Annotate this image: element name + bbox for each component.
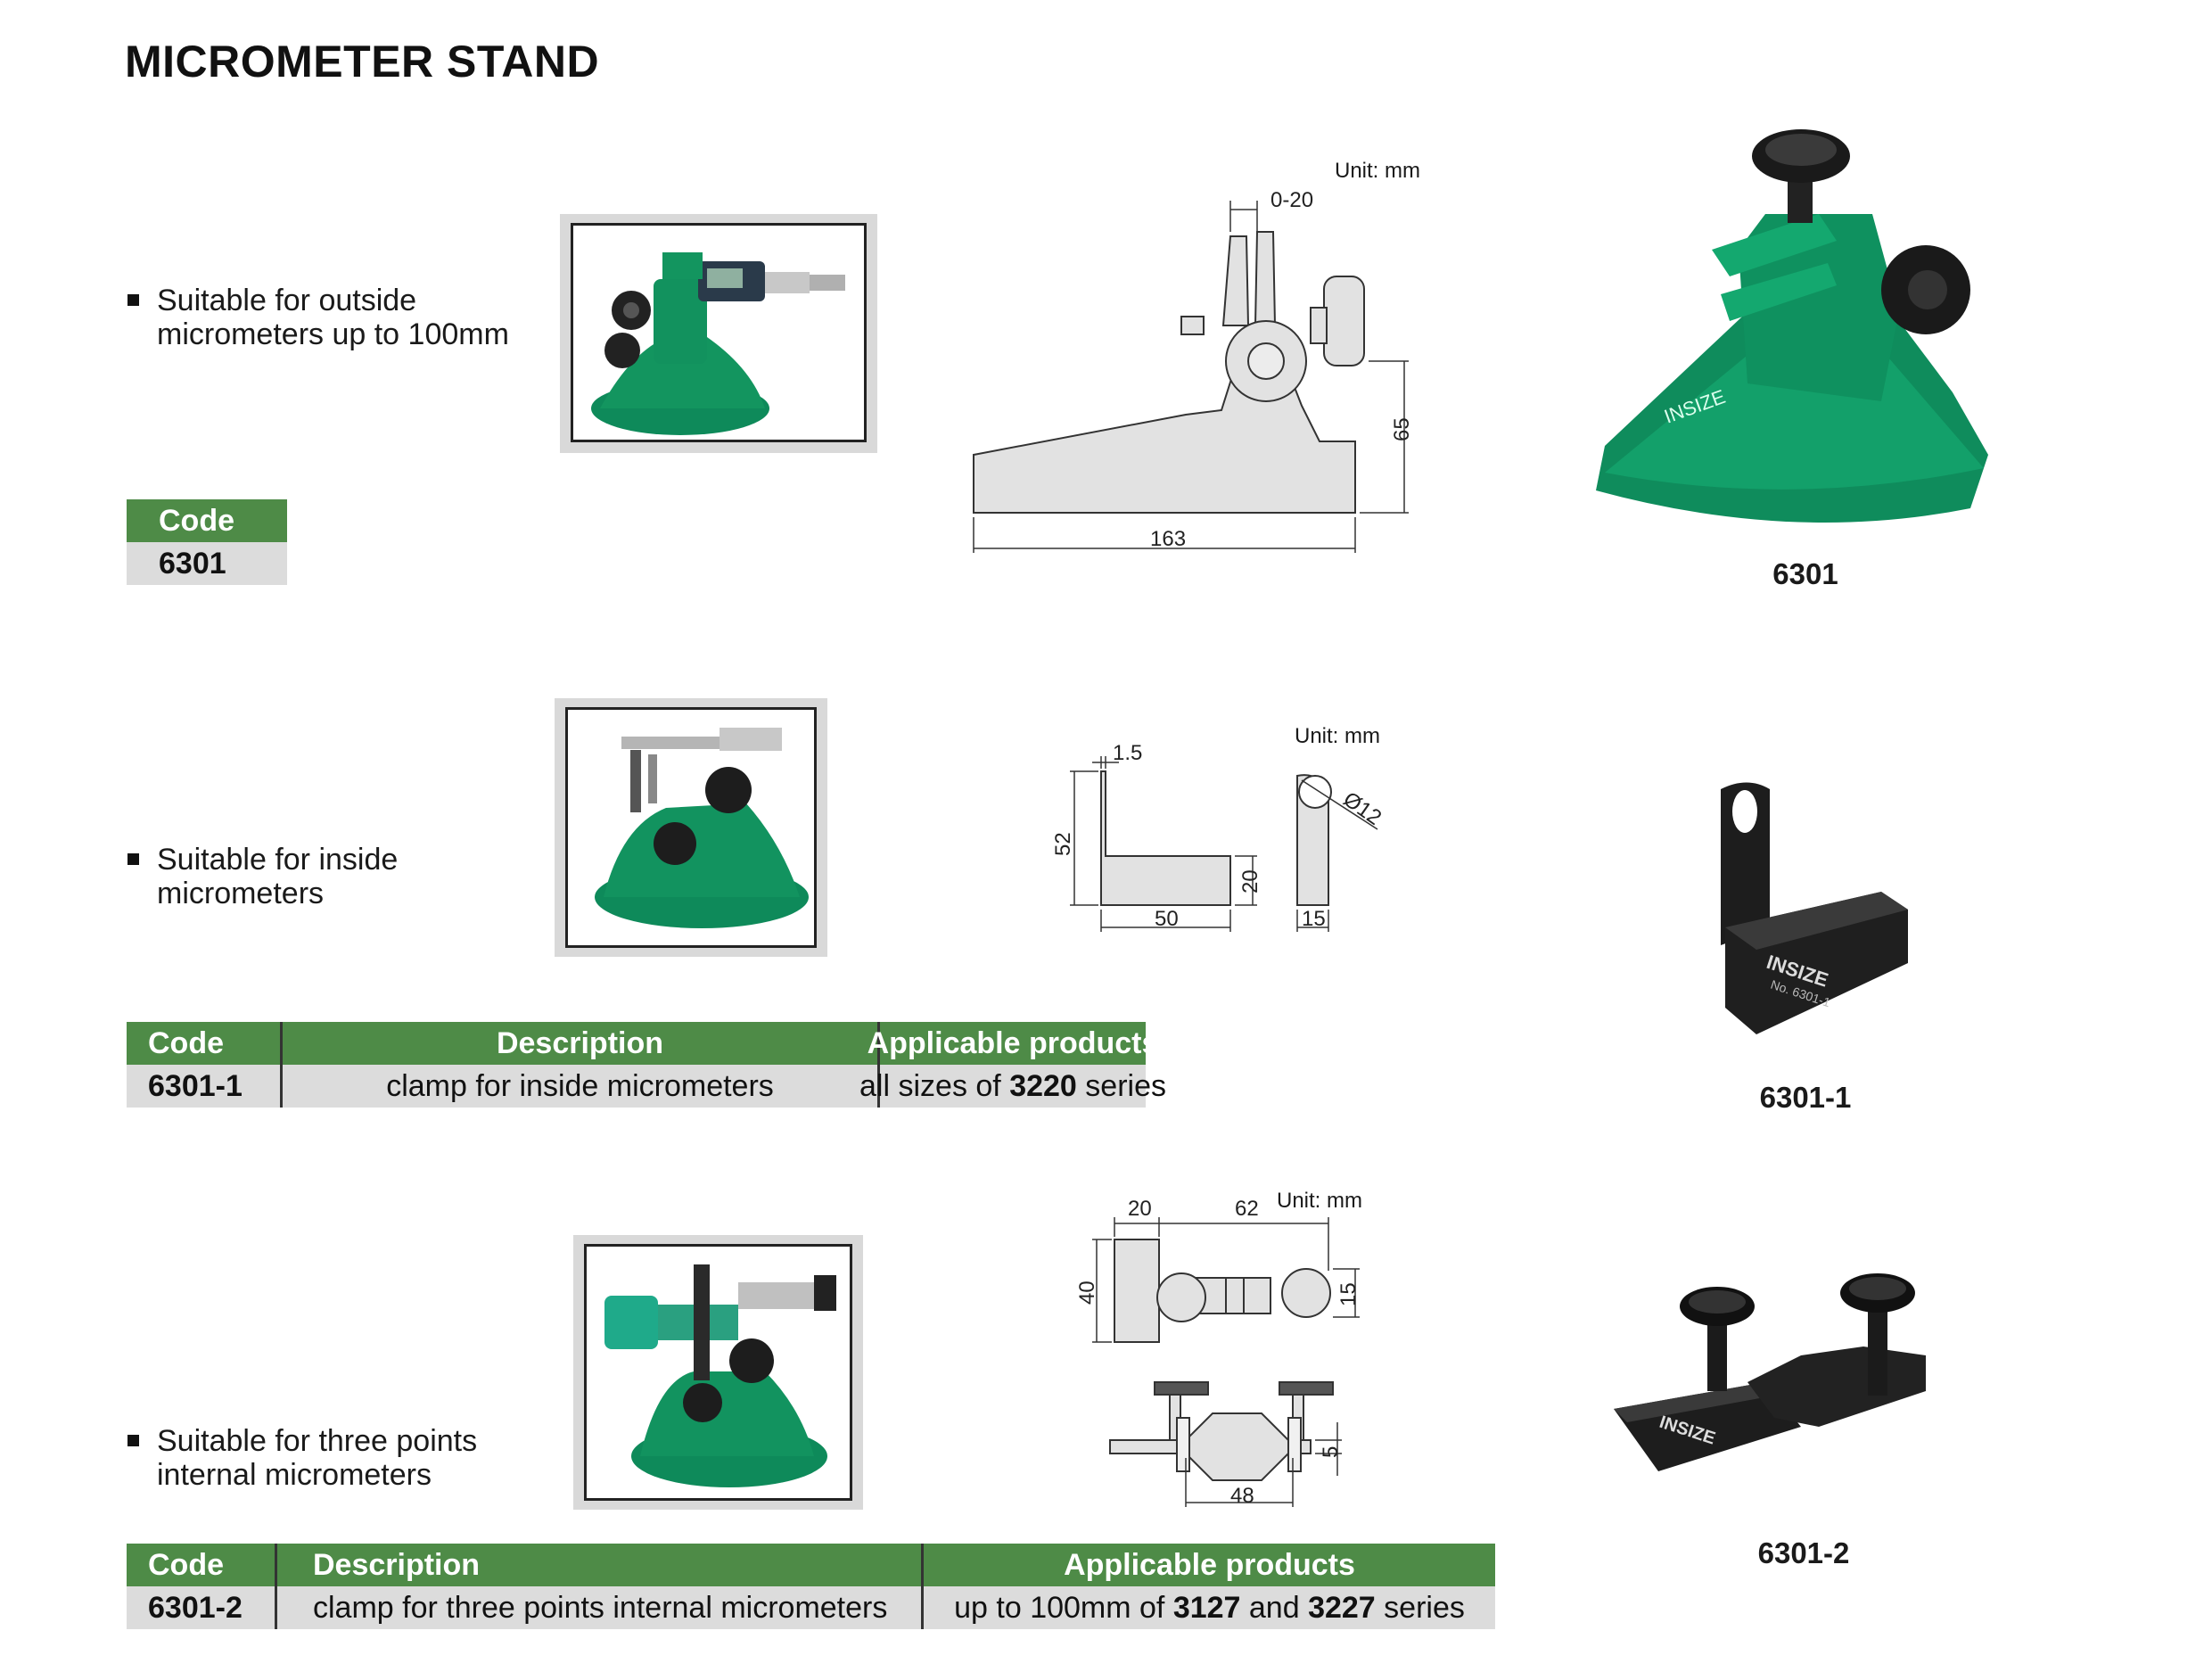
dim-block-height: 40 [1075, 1281, 1099, 1305]
bullet-line-2: micrometers [157, 877, 325, 910]
table-row: 6301-2 clamp for three points internal m… [127, 1586, 1495, 1629]
product-label-6301: 6301 [1772, 557, 1838, 590]
column-divider [280, 1022, 283, 1065]
unit-label-6301-1: Unit: mm [1295, 724, 1380, 748]
applicable-products-header: Applicable products [867, 1025, 1159, 1060]
page-title: MICROMETER STAND [125, 37, 600, 86]
table-header-6301-2: Code Description Applicable products [127, 1544, 1495, 1586]
table-row: 6301-1 clamp for inside micrometers all … [127, 1065, 1166, 1108]
code-header: Code [159, 503, 234, 538]
description-cell: clamp for inside micrometers [386, 1068, 774, 1103]
column-divider [877, 1065, 880, 1108]
feature-bullet-6301-2: Suitable for three points internal micro… [127, 1424, 609, 1495]
description-cell: clamp for three points internal micromet… [313, 1590, 888, 1625]
dim-length: 163 [1150, 527, 1186, 551]
bullet-line-1: Suitable for outside [157, 284, 417, 317]
column-divider [877, 1022, 880, 1065]
applicable-suffix: series [1076, 1068, 1166, 1103]
dim-ball: 15 [1336, 1282, 1361, 1306]
column-divider [280, 1065, 283, 1108]
dim-height: 65 [1390, 417, 1414, 441]
dim-block-width: 20 [1128, 1197, 1152, 1221]
product-image-6301: INSIZE [1578, 116, 2015, 544]
dim-plate-width: 15 [1302, 907, 1326, 931]
description-header: Description [313, 1547, 481, 1582]
dim-jaw-opening: 0-20 [1270, 188, 1313, 212]
dimension-drawing-6301: 0-20 65 163 [973, 188, 1414, 553]
bullet-line-1: Suitable for three points [157, 1424, 478, 1458]
applicable-products-cell: all sizes of 3220 series [859, 1065, 1166, 1108]
dim-foot: 20 [1238, 869, 1262, 894]
usage-photo-6301 [560, 214, 877, 453]
dim-span: 62 [1235, 1197, 1259, 1221]
product-label-6301-1: 6301-1 [1759, 1081, 1852, 1114]
unit-label-6301-2: Unit: mm [1277, 1189, 1362, 1213]
column-divider [921, 1544, 924, 1586]
dim-height: 52 [1051, 832, 1075, 856]
applicable-text: all sizes of [859, 1068, 1010, 1103]
applicable-products-header: Applicable products [1064, 1547, 1355, 1582]
dim-width: 50 [1155, 907, 1179, 931]
description-header: Description [496, 1025, 664, 1060]
usage-photo-6301-2 [573, 1235, 863, 1510]
bullet-square-icon [127, 1435, 139, 1446]
column-divider [275, 1544, 277, 1586]
usage-photo-6301-1 [555, 698, 827, 957]
code-cell: 6301-2 [148, 1590, 243, 1625]
column-divider [275, 1586, 277, 1629]
dim-thickness: 1.5 [1113, 741, 1142, 765]
dimension-drawing-6301-1: 1.5 52 50 20 Ø12 15 [1051, 741, 1386, 932]
bullet-square-icon [127, 294, 139, 306]
table-row: 6301 [127, 542, 287, 585]
series-number: 3127 [1172, 1590, 1241, 1625]
applicable-suffix: series [1375, 1590, 1465, 1625]
feature-bullet-6301-1: Suitable for inside micrometers [127, 843, 591, 914]
dim-plate-thickness: 5 [1319, 1446, 1343, 1458]
stand-with-inside-micrometer-illustration [595, 728, 809, 928]
bullet-line-2: internal micrometers [157, 1458, 432, 1492]
bullet-line-2: micrometers up to 100mm [157, 317, 509, 351]
column-divider [921, 1586, 924, 1629]
bullet-square-icon [127, 853, 139, 865]
applicable-text: up to 100mm of [954, 1590, 1173, 1625]
table-header-6301: Code [127, 499, 287, 542]
table-header-6301-1: Code Description Applicable products [127, 1022, 1159, 1065]
code-cell: 6301-1 [148, 1068, 243, 1103]
code-cell: 6301 [159, 546, 226, 581]
stand-with-three-point-micrometer-illustration [604, 1264, 836, 1487]
feature-bullet-6301: Suitable for outside micrometers up to 1… [127, 284, 591, 355]
code-header: Code [148, 1025, 224, 1060]
product-image-6301-2: INSIZE [1596, 1222, 1953, 1516]
applicable-joiner: and [1240, 1590, 1309, 1625]
product-image-6301-1: INSIZE No. 6301-1 [1658, 758, 1944, 1061]
code-header: Code [148, 1547, 224, 1582]
dim-diameter: Ø12 [1339, 787, 1386, 830]
unit-label-6301: Unit: mm [1335, 159, 1420, 183]
stand-with-outside-micrometer-illustration [591, 252, 845, 435]
bullet-line-1: Suitable for inside [157, 843, 399, 877]
series-number: 3220 [1009, 1068, 1077, 1103]
dim-pin-spacing: 48 [1230, 1484, 1254, 1508]
dimension-drawing-6301-2: 20 62 40 15 5 48 [1075, 1197, 1361, 1508]
applicable-products-cell: up to 100mm of 3127 and 3227 series [924, 1586, 1495, 1629]
product-label-6301-2: 6301-2 [1757, 1536, 1850, 1569]
series-number: 3227 [1308, 1590, 1376, 1625]
